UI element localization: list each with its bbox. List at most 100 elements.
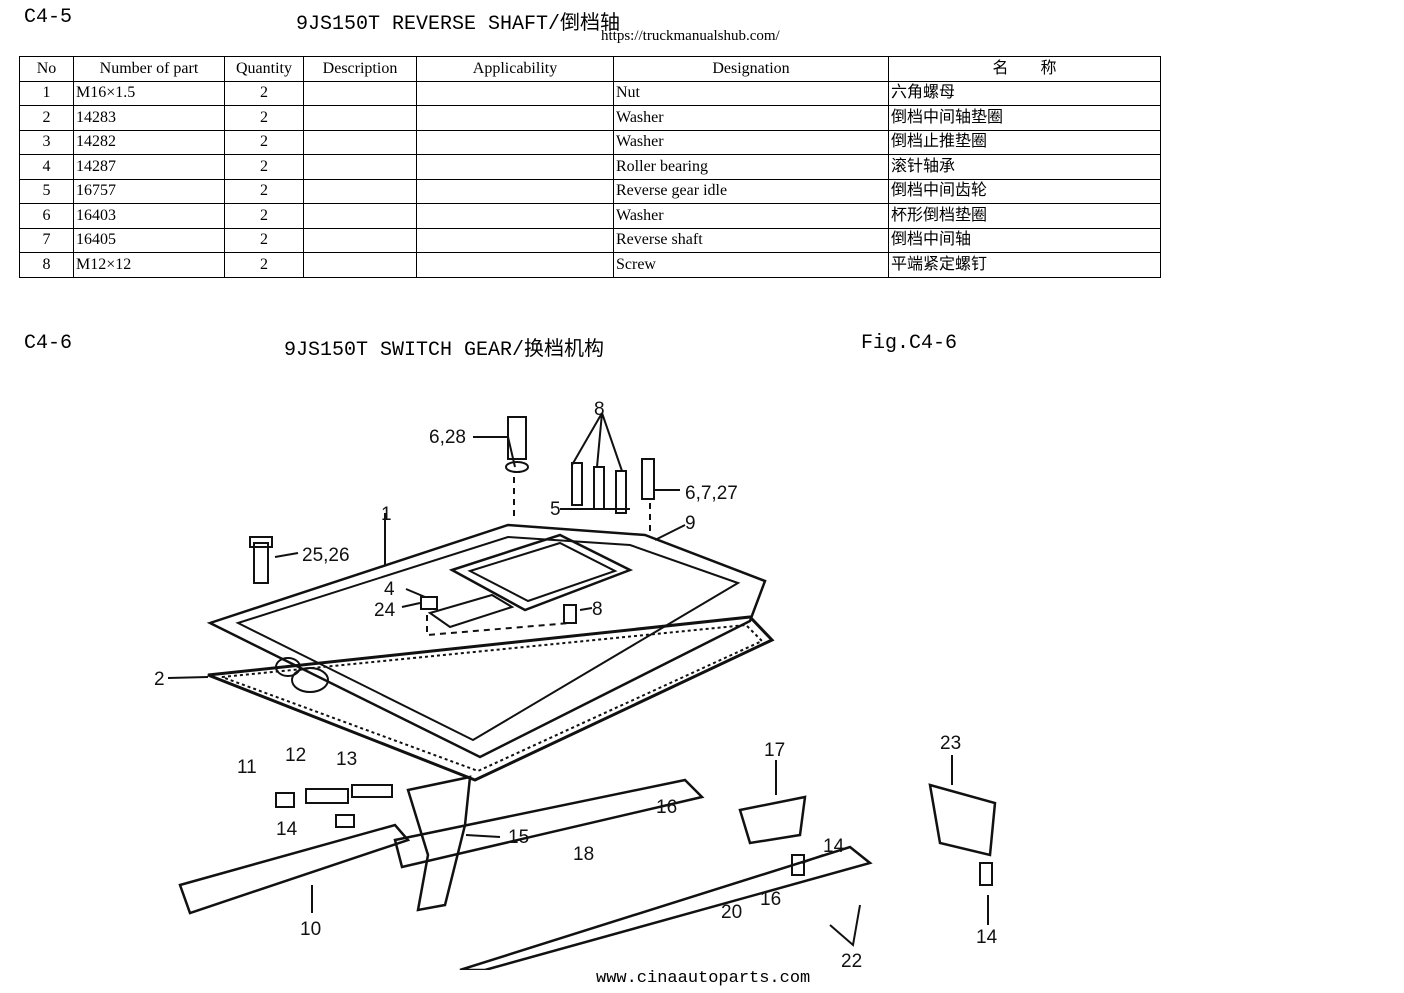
cell-desc — [303, 154, 417, 180]
plug-24 — [420, 596, 438, 610]
table-row: 6 16403 2 Washer 杯形倒档垫圈 — [19, 203, 1161, 229]
leader-8-mid — [579, 607, 593, 611]
cell-appl — [416, 203, 614, 229]
callout-label: 9 — [685, 513, 696, 534]
gasket-shape — [207, 615, 775, 782]
footer-url-link[interactable]: www.cinaautoparts.com — [596, 969, 811, 988]
leader-24 — [401, 602, 421, 608]
switch-gear-exploded-diagram: 8 6,28 6,7,27 5 9 1 25,26 4 24 8 2 11 12… — [154, 399, 998, 970]
leader-9 — [654, 524, 686, 541]
detent-ball-11 — [275, 792, 295, 808]
cell-part: M12×12 — [73, 252, 225, 278]
leader-14-mid — [801, 854, 824, 864]
header-name-cn: 名 称 — [888, 56, 1161, 82]
callout-label: 14 — [976, 927, 998, 948]
shaft-18 — [393, 778, 705, 869]
cell-no: 7 — [19, 227, 74, 253]
header-part-number: Number of part — [73, 56, 225, 82]
table-row: 4 14287 2 Roller bearing 滚针轴承 — [19, 154, 1161, 180]
figure-label: Fig.C4-6 — [861, 332, 958, 355]
cell-desc — [303, 105, 417, 131]
table-row: 1 M16×1.5 2 Nut 六角螺母 — [19, 80, 1161, 106]
cover-window — [427, 593, 515, 629]
callout-label: 14 — [823, 836, 845, 857]
table-row: 7 16405 2 Reverse shaft 倒档中间轴 — [19, 227, 1161, 253]
cell-appl — [416, 80, 614, 106]
cell-appl — [416, 227, 614, 253]
leader-15 — [465, 834, 501, 838]
cover-bore-left — [291, 667, 329, 693]
table-row: 3 14282 2 Washer 倒档止推垫圈 — [19, 129, 1161, 155]
cell-name-cn: 杯形倒档垫圈 — [888, 203, 1161, 229]
cell-appl — [416, 252, 614, 278]
cell-designation: Washer — [613, 129, 889, 155]
callout-label: 5 — [550, 499, 561, 520]
shift-block-23 — [928, 783, 997, 857]
cell-qty: 2 — [224, 105, 304, 131]
callout-label: 13 — [336, 749, 357, 770]
header-designation: Designation — [613, 56, 889, 82]
screw-14-mid — [791, 854, 805, 876]
cell-desc — [303, 178, 417, 204]
cell-qty: 2 — [224, 227, 304, 253]
cell-appl — [416, 105, 614, 131]
cover-plate-shape — [206, 523, 767, 759]
cell-designation: Roller bearing — [613, 154, 889, 180]
callout-label: 14 — [276, 819, 298, 840]
table-row: 8 M12×12 2 Screw 平端紧定螺钉 — [19, 252, 1161, 278]
leader-4 — [405, 588, 426, 598]
screw-14-left — [335, 814, 355, 828]
callout-label: 18 — [573, 844, 594, 865]
cover-bore-right — [275, 657, 301, 677]
parts-table: No Number of part Quantity Description A… — [19, 56, 1161, 278]
bolt-25 — [253, 542, 269, 584]
cell-part: 16403 — [73, 203, 225, 229]
cell-appl — [416, 154, 614, 180]
plug-8 — [563, 604, 577, 624]
table-row: 5 16757 2 Reverse gear idle 倒档中间齿轮 — [19, 178, 1161, 204]
cell-desc — [303, 227, 417, 253]
header-no: No — [19, 56, 74, 82]
detent-plunger-13 — [351, 784, 393, 798]
callout-label: 20 — [721, 902, 742, 923]
callout-label: 4 — [384, 579, 395, 600]
section-title: 9JS150T REVERSE SHAFT/倒档轴 — [296, 13, 621, 36]
cell-qty: 2 — [224, 178, 304, 204]
callout-label: 1 — [381, 504, 392, 525]
shaft-10 — [178, 823, 411, 915]
cell-appl — [416, 129, 614, 155]
assembly-lines — [426, 477, 651, 637]
cell-no: 1 — [19, 80, 74, 106]
cell-name-cn: 六角螺母 — [888, 80, 1161, 106]
cell-no: 4 — [19, 154, 74, 180]
callout-label: 24 — [374, 600, 396, 621]
cell-name-cn: 倒档中间轴 — [888, 227, 1161, 253]
callout-label: 10 — [300, 919, 321, 940]
cell-desc — [303, 80, 417, 106]
cell-designation: Washer — [613, 203, 889, 229]
cell-name-cn: 倒档中间齿轮 — [888, 178, 1161, 204]
leader-2 — [167, 676, 209, 679]
cell-part: M16×1.5 — [73, 80, 225, 106]
cell-qty: 2 — [224, 252, 304, 278]
site-url-link[interactable]: https://truckmanualshub.com/ — [601, 28, 780, 44]
detent-spring-12 — [305, 788, 349, 804]
cell-designation: Reverse gear idle — [613, 178, 889, 204]
leader-6-28 — [473, 436, 516, 468]
cell-no: 2 — [19, 105, 74, 131]
cell-designation: Nut — [613, 80, 889, 106]
diagram-drawing — [167, 412, 997, 970]
cell-designation: Reverse shaft — [613, 227, 889, 253]
cell-part: 16757 — [73, 178, 225, 204]
cell-designation: Washer — [613, 105, 889, 131]
cover-pad-inner — [467, 541, 618, 603]
callout-label: 15 — [508, 827, 529, 848]
cell-name-cn: 倒档中间轴垫圈 — [888, 105, 1161, 131]
shift-block-17 — [738, 795, 807, 845]
callout-label: 6,28 — [429, 427, 466, 448]
section-code: C4-5 — [24, 6, 73, 29]
shift-fork-15 — [406, 775, 472, 912]
callout-label: 8 — [592, 599, 603, 620]
leader-8-top — [571, 412, 623, 472]
cell-qty: 2 — [224, 154, 304, 180]
